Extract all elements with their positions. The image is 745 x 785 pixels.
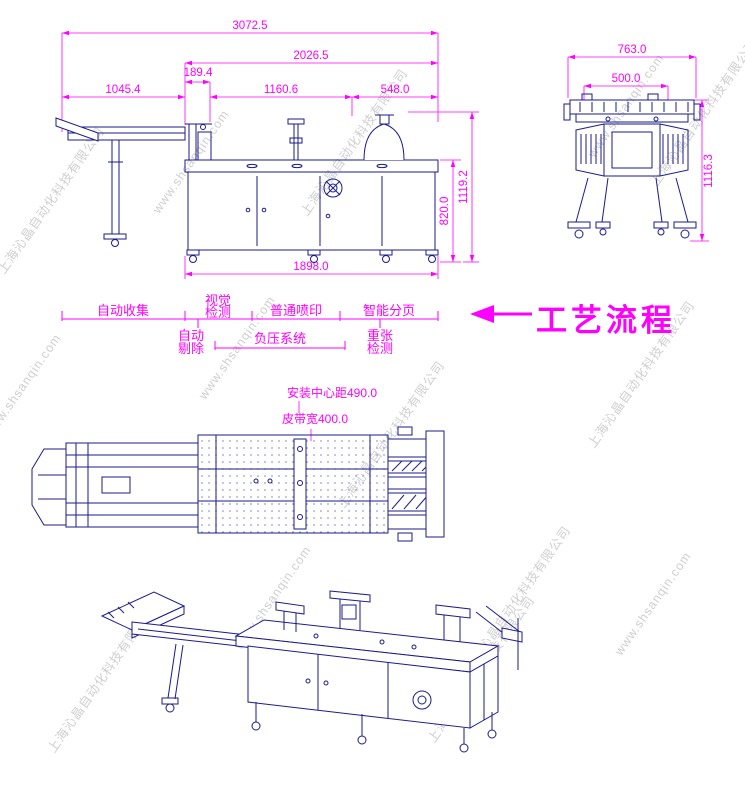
dim-left-section: 1045.4	[105, 84, 141, 96]
side-view-dim-labels: 763.0 500.0 1116.3	[612, 44, 715, 188]
stage-reject-line2: 剔除	[178, 341, 204, 356]
flow-direction-arrow	[470, 305, 532, 323]
process-flow-title: 工艺流程	[536, 303, 676, 338]
dim-side-inner-width: 500.0	[612, 73, 641, 85]
plan-view-dim-labels: 安装中心距490.0 皮带宽400.0	[282, 385, 377, 426]
process-flow-brackets	[61, 311, 439, 350]
dim-total-width: 3072.5	[232, 20, 267, 32]
dim-center-distance: 安装中心距490.0	[287, 385, 377, 400]
iso-paging-unit	[501, 627, 523, 643]
front-view-dim-labels: 3072.5 2026.5 189.4 1045.4 1160.6 548.0 …	[105, 20, 470, 273]
plan-conveyor	[65, 442, 199, 528]
front-view-machine	[55, 114, 439, 263]
stage-double-line2: 检测	[367, 341, 393, 356]
front-view-dimension-lines	[61, 30, 479, 279]
stage-smart-paging: 智能分页	[363, 303, 415, 318]
watermark-website: www.shsanqin.com	[612, 549, 695, 659]
stage-double-line1: 重张	[367, 328, 393, 343]
dim-table-height: 820.0	[439, 197, 451, 226]
side-view-machine	[563, 93, 701, 239]
process-flow-diagram: 自动收集 视觉 检测 普通喷印 智能分页 自动 剔除 负压系统 重张 检测	[61, 293, 439, 356]
stage-vacuum-system: 负压系统	[254, 331, 306, 346]
dim-base-width: 1898.0	[293, 261, 328, 273]
plan-view: 安装中心距490.0 皮带宽400.0	[31, 385, 445, 542]
side-view-dimension-lines	[567, 54, 709, 242]
dim-side-width: 763.0	[618, 44, 647, 56]
front-view: 3072.5 2026.5 189.4 1045.4 1160.6 548.0 …	[55, 20, 479, 279]
dim-offset: 189.4	[184, 67, 213, 79]
process-flow-labels: 自动收集 视觉 检测 普通喷印 智能分页 自动 剔除 负压系统 重张 检测	[97, 293, 415, 356]
plan-right-module	[425, 430, 445, 538]
dim-side-height: 1116.3	[703, 154, 715, 187]
dim-mid-section: 1160.6	[264, 84, 298, 96]
isometric-view	[100, 590, 523, 753]
plan-infeed-tray	[31, 448, 67, 526]
dim-belt-width: 皮带宽400.0	[282, 411, 348, 426]
plan-main-bed	[197, 434, 389, 534]
stage-inkjet-print: 普通喷印	[270, 303, 322, 318]
stage-vision-line2: 检测	[205, 305, 231, 320]
isometric-machine	[100, 590, 523, 753]
collector-funnel	[363, 123, 405, 161]
side-view: 763.0 500.0 1116.3	[563, 44, 715, 242]
stage-vision-line1: 视觉	[205, 293, 231, 308]
dim-total-height: 1119.2	[458, 170, 470, 203]
plan-view-machine	[31, 426, 445, 542]
arrow-head	[470, 305, 494, 323]
stage-reject-line1: 自动	[178, 328, 204, 343]
dim-right-section: 548.0	[381, 84, 410, 96]
iso-print-gantry	[329, 590, 371, 603]
stage-auto-collect: 自动收集	[97, 303, 149, 318]
dim-upper-width: 2026.5	[293, 50, 328, 62]
plan-center-rail	[293, 438, 307, 530]
